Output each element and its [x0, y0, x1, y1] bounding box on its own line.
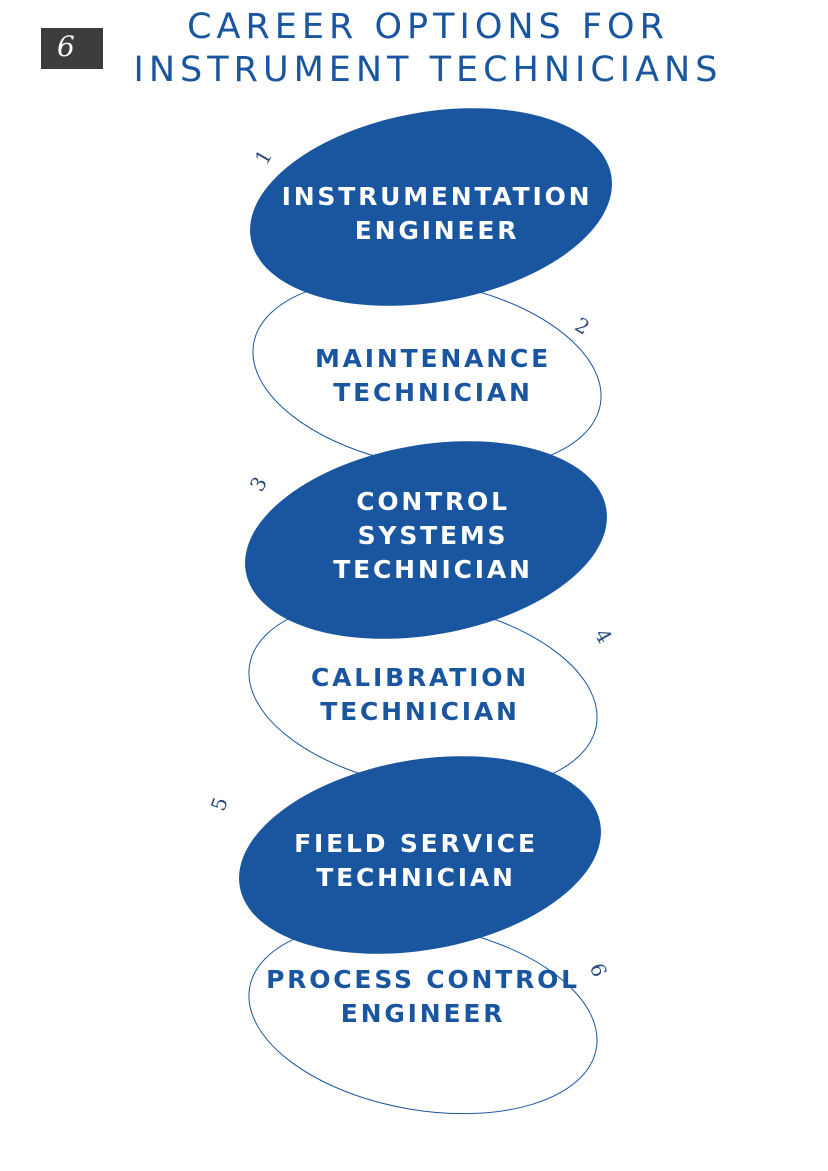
- step-label-5: FIELD SERVICE TECHNICIAN: [294, 829, 538, 892]
- step-label-3: CONTROL SYSTEMS TECHNICIAN: [333, 487, 533, 584]
- ellipse-step-5: [239, 756, 601, 954]
- ellipse-step-1: [250, 108, 612, 306]
- page-title: CAREER OPTIONS FOR INSTRUMENT TECHNICIAN…: [0, 6, 828, 92]
- step-label-1: INSTRUMENTATION ENGINEER: [281, 182, 593, 245]
- title-line-1: CAREER OPTIONS FOR: [187, 7, 669, 47]
- step-label-4: CALIBRATION TECHNICIAN: [311, 663, 529, 726]
- title-line-2: INSTRUMENT TECHNICIANS: [133, 50, 723, 90]
- ellipse-step-3: [245, 441, 607, 639]
- page-number-badge: 6: [41, 28, 103, 69]
- step-label-6: PROCESS CONTROL ENGINEER: [266, 965, 580, 1028]
- step-label-2: MAINTENANCE TECHNICIAN: [314, 344, 551, 407]
